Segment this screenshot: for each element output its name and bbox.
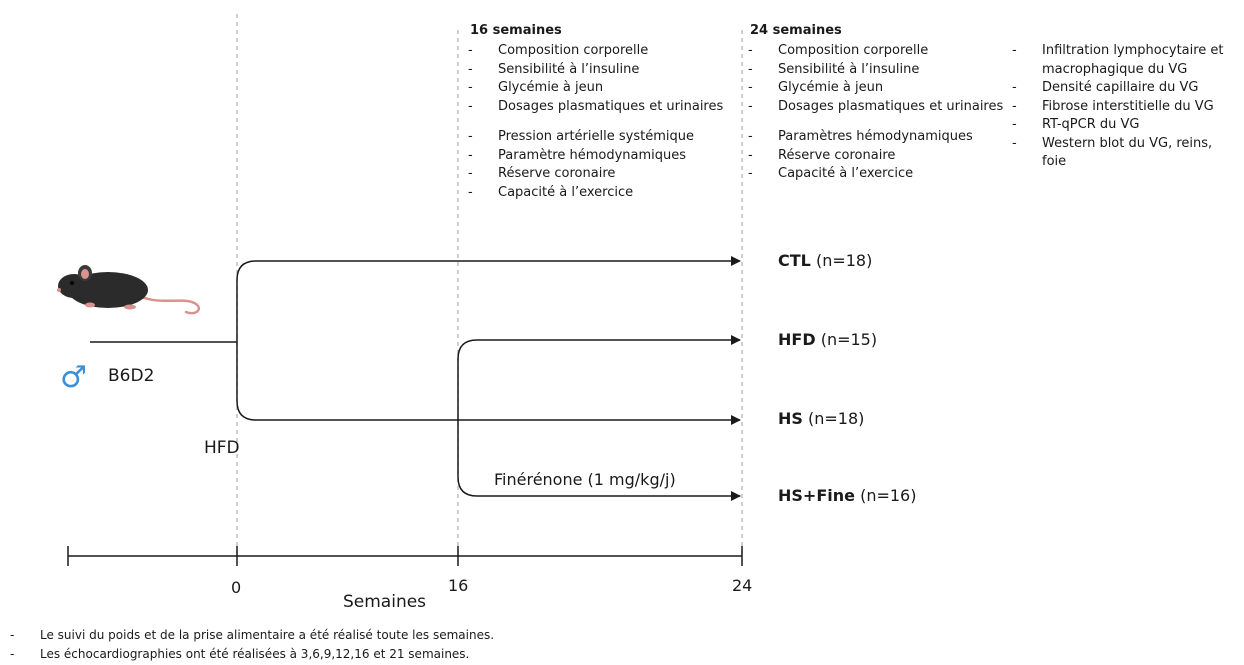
footnote: -Le suivi du poids et de la prise alimen… [10,628,495,642]
list-item: -Capacité à l’exercice [468,184,634,200]
strain-label: B6D2 [108,366,155,386]
footnote: -Les échocardiographies ont été réalisée… [10,647,470,661]
column-16-title: 16 semaines [470,23,562,38]
group-label-hs-fine: HS+Fine (n=16) [778,486,916,505]
group-label-hs: HS (n=18) [778,409,864,428]
axis-title: Semaines [343,592,427,612]
list-item: -Pression artérielle systémique [468,129,694,144]
list-item: -Sensibilité à l’insuline [468,61,640,77]
column-24-list: -Composition corporelle -Sensibilité à l… [748,42,1003,184]
group-name: HS [778,409,803,428]
list-item: -Fibrose interstitielle du VG [1012,98,1214,114]
group-name: HFD [778,330,816,349]
axis-tick-label-24: 24 [732,576,753,595]
list-item: -Réserve coronaire [748,147,896,163]
group-count: (n=18) [808,409,865,428]
list-item: -RT-qPCR du VG [1012,117,1140,132]
axis-tick-label-0: 0 [231,578,242,597]
list-item: -Glycémie à jeun [748,80,884,95]
list-item: -Dosages plasmatiques et urinaires [468,98,724,114]
group-label-ctl: CTL (n=18) [778,251,872,270]
list-item: -Dosages plasmatiques et urinaires [748,98,1004,114]
footnotes: -Le suivi du poids et de la prise alimen… [10,626,494,664]
list-item: -Infiltration lymphocytaire et [1012,43,1224,58]
list-item: -Western blot du VG, reins, [1012,135,1213,151]
list-item-continuation: foie [1042,154,1067,169]
group-label-hfd: HFD (n=15) [778,330,877,349]
list-item: -Paramètre hémodynamiques [468,147,687,163]
branch-hs [236,342,741,425]
group-name: HS+Fine [778,486,855,505]
column-24-tissue-list: -Infiltration lymphocytaire et macrophag… [1012,42,1224,172]
group-name: CTL [778,251,811,270]
list-item: -Composition corporelle [748,43,929,58]
branch-hs-fine [457,420,741,501]
axis-tick-label-16: 16 [448,576,469,595]
hfd-diet-label: HFD [204,438,240,458]
group-count: (n=15) [820,330,878,349]
mouse-icon [57,265,201,315]
group-count: (n=16) [860,486,917,505]
list-item: -Capacité à l’exercice [748,166,914,181]
list-item: -Glycémie à jeun [468,80,604,95]
list-item: -Composition corporelle [468,43,649,58]
group-count: (n=18) [815,251,873,270]
male-symbol-icon: ♂ [60,360,87,395]
column-16-list: -Composition corporelle -Sensibilité à l… [468,42,723,202]
list-item: -Sensibilité à l’insuline [748,61,920,77]
branch-ctl [236,256,741,342]
treatment-label: Finérénone (1 mg/kg/j) [494,470,676,489]
list-item: -Densité capillaire du VG [1012,80,1199,95]
column-24-title: 24 semaines [750,23,842,38]
list-item-continuation: macrophagique du VG [1042,61,1188,77]
list-item: -Paramètres hémodynamiques [748,129,973,144]
branch-hfd [457,335,741,420]
list-item: -Réserve coronaire [468,166,616,181]
